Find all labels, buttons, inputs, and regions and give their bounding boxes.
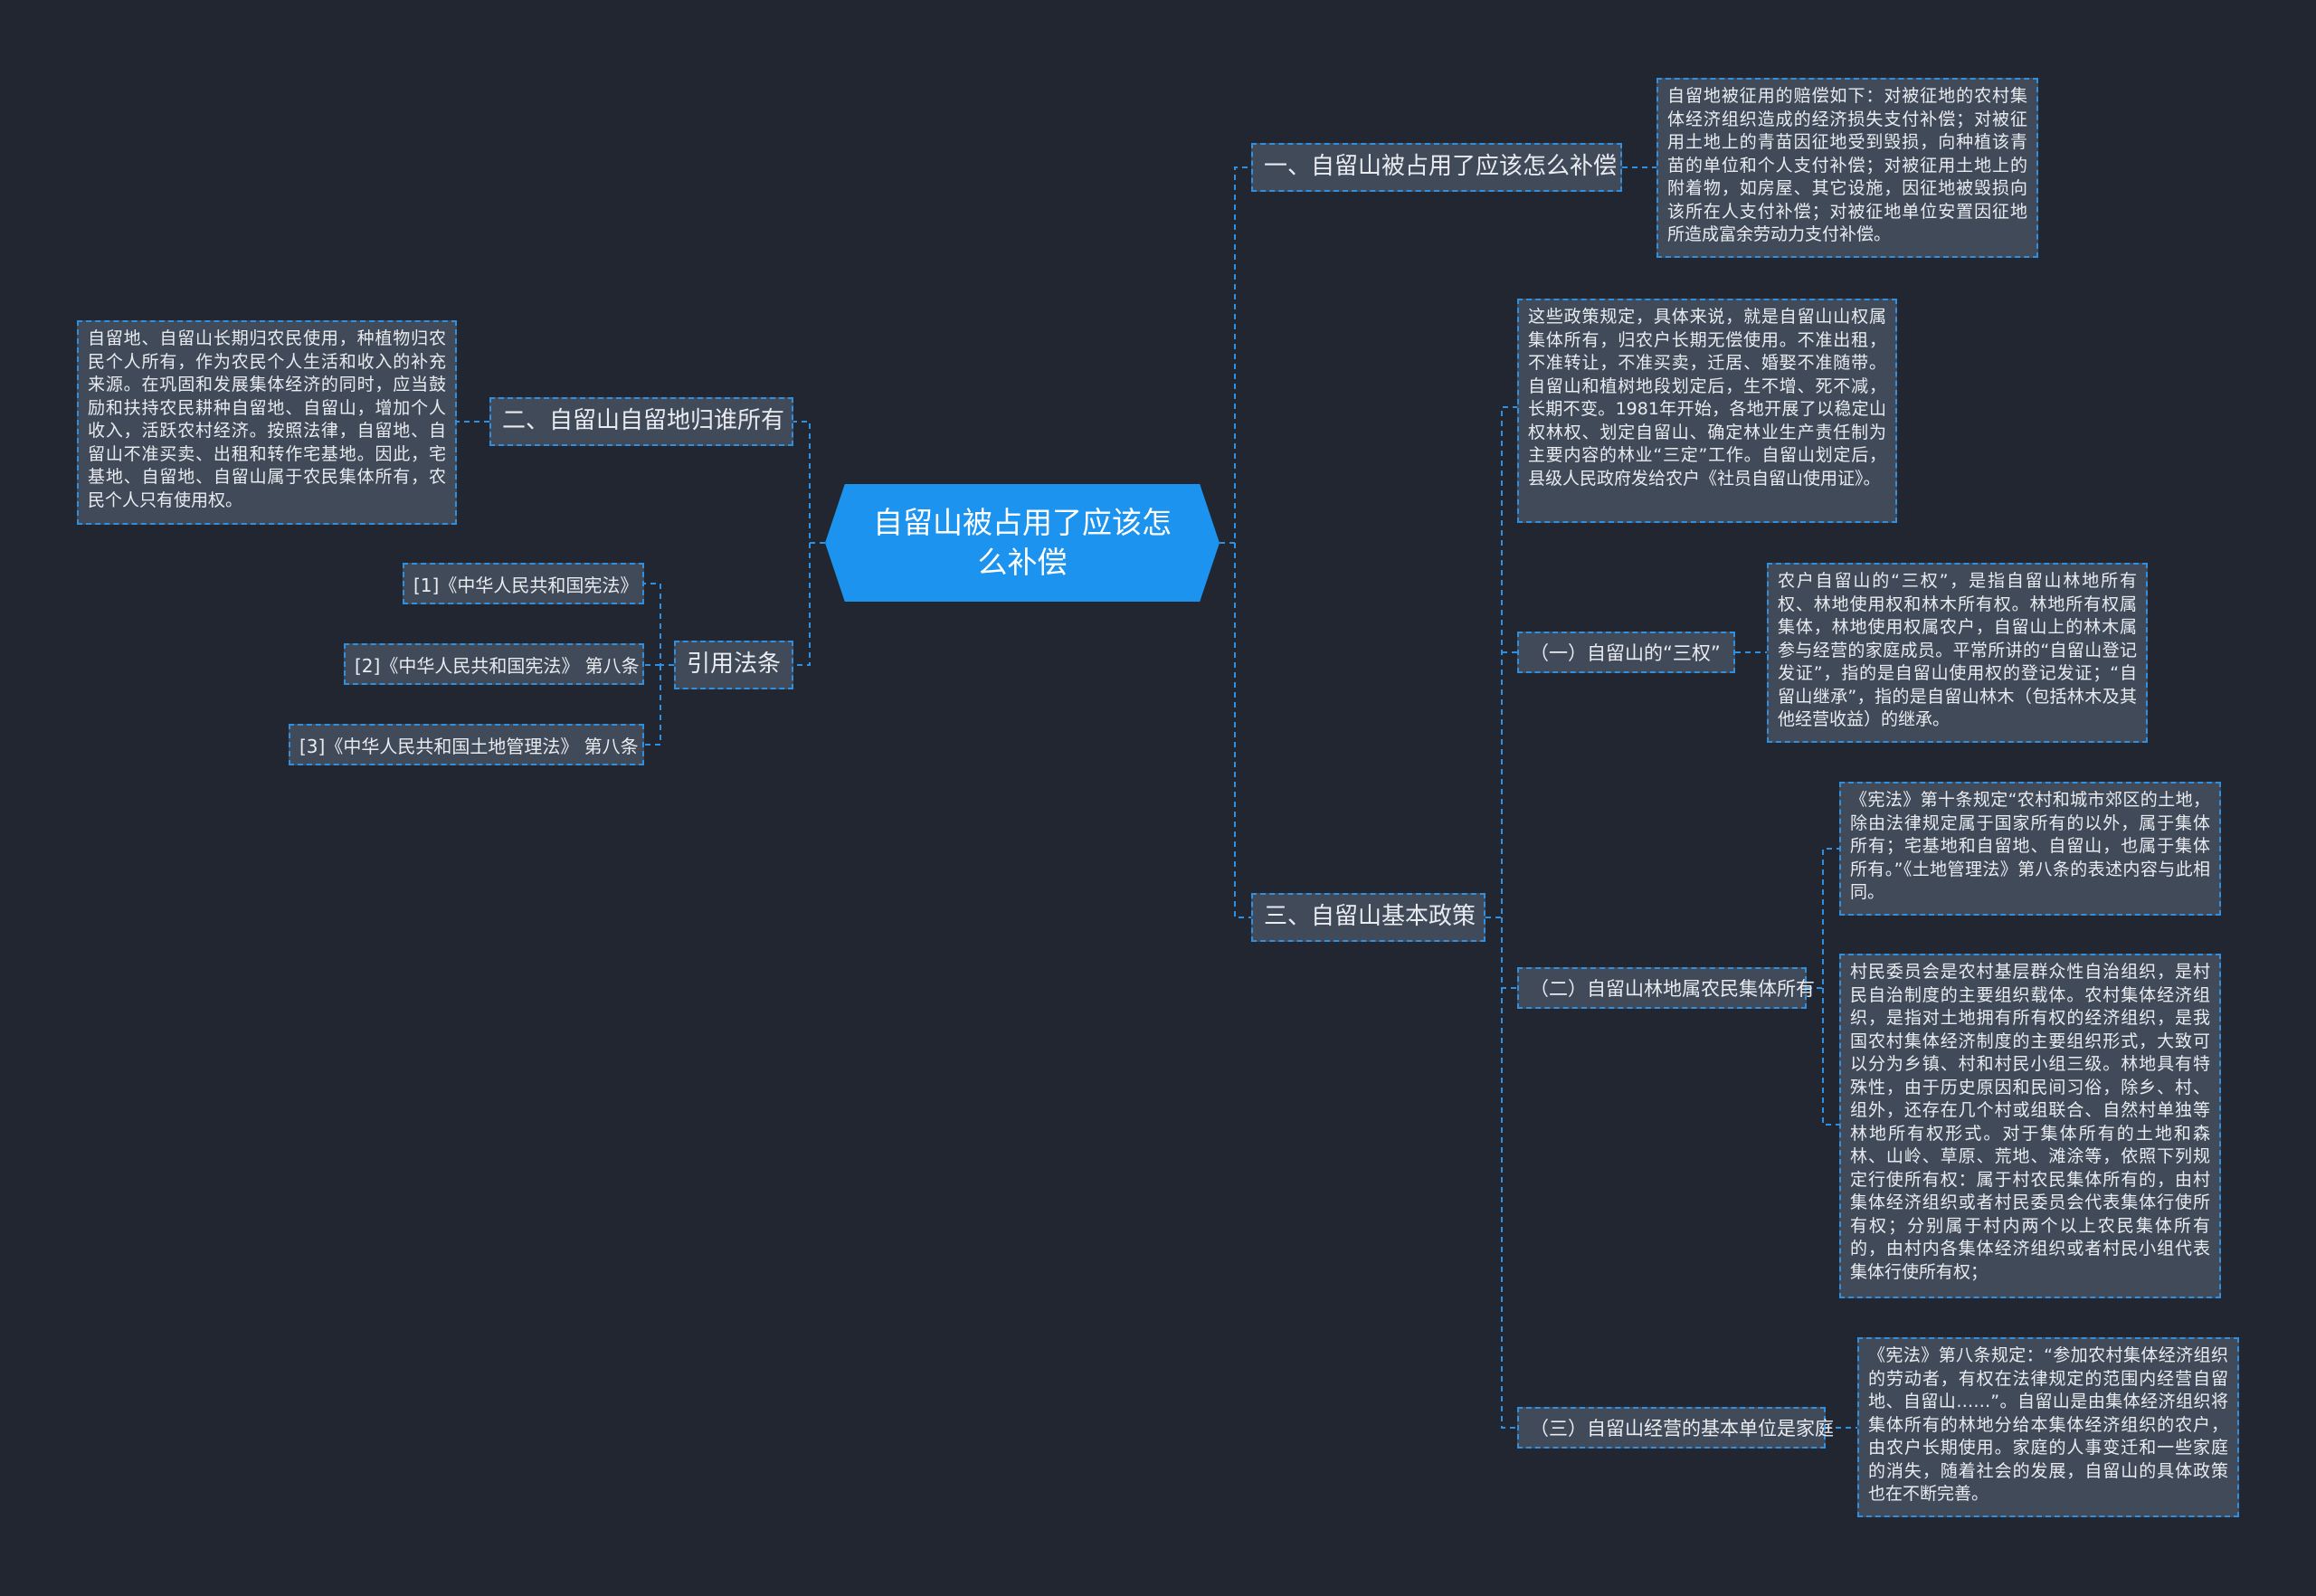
reference-item-3[interactable]: [3]《中华人民共和国土地管理法》 第八条 [289,724,644,765]
leaf-policy-intro[interactable]: 这些政策规定，具体来说，就是自留山山权属集体所有，归农户长期无偿使用。不准出租，… [1517,299,1897,523]
reference-item-1[interactable]: [1]《中华人民共和国宪法》 [403,563,644,604]
leaf-village-committee-detail[interactable]: 村民委员会是农村基层群众性自治组织，是村民自治制度的主要组织载体。农村集体经济组… [1839,954,2221,1298]
leaf-constitution-article-10[interactable]: 《宪法》第十条规定“农村和城市郊区的土地，除由法律规定属于国家所有的以外，属于集… [1839,782,2221,916]
leaf-three-rights-detail[interactable]: 农户自留山的“三权”，是指自留山林地所有权、林地使用权和林木所有权。林地所有权属… [1767,563,2148,743]
branch-references[interactable]: 引用法条 [674,641,793,689]
root-topic[interactable]: 自留山被占用了应该怎么补偿 [825,484,1220,602]
leaf-ownership-detail[interactable]: 自留地、自留山长期归农民使用，种植物归农民个人所有，作为农民个人生活和收入的补充… [77,320,457,525]
sub-topic-three-rights[interactable]: （一）自留山的“三权” [1517,632,1735,673]
leaf-compensation-detail[interactable]: 自留地被征用的赔偿如下：对被征地的农村集体经济组织造成的经济损失支付补偿；对被征… [1656,78,2038,258]
leaf-household-detail[interactable]: 《宪法》第八条规定：“参加农村集体经济组织的劳动者，有权在法律规定的范围内经营自… [1857,1337,2239,1517]
connector-root-right [1220,166,1251,918]
sub-topic-collective-ownership[interactable]: （二）自留山林地属农民集体所有 [1517,967,1815,1009]
connector-root-left [793,421,825,666]
branch-basic-policy[interactable]: 三、自留山基本政策 [1251,893,1485,942]
sub-topic-household-unit[interactable]: （三）自留山经营的基本单位是家庭 [1517,1407,1834,1449]
connector-branch3-children [1485,406,1517,1429]
connector-sub2-leaves [1807,848,1839,1126]
branch-compensation[interactable]: 一、自留山被占用了应该怎么补偿 [1251,143,1622,192]
connector-branch4-refs [644,583,674,746]
reference-item-2[interactable]: [2]《中华人民共和国宪法》 第八条 [344,643,644,685]
branch-ownership[interactable]: 二、自留山自留地归谁所有 [489,397,793,446]
